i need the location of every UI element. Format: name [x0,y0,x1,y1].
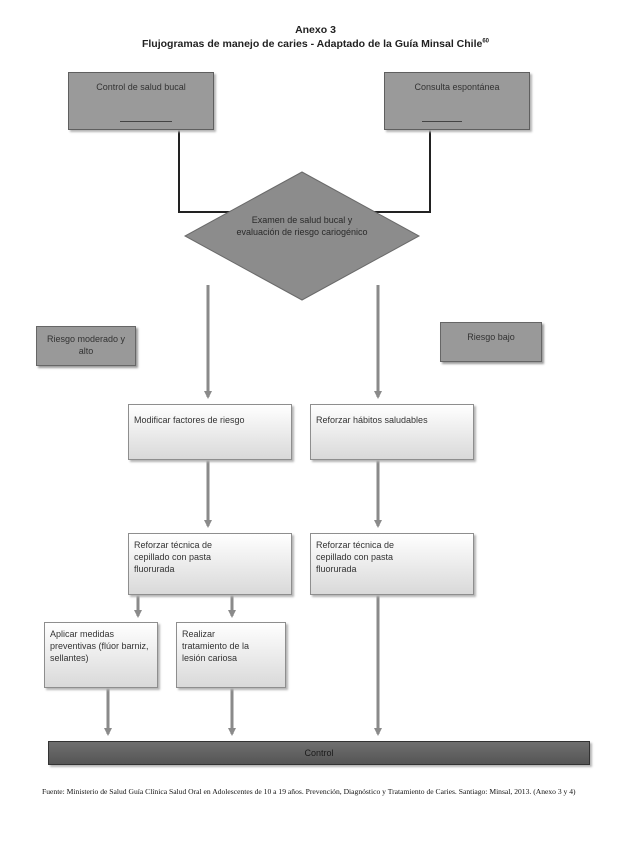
node-aplicar-medidas: Aplicar medidas preventivas (flúor barni… [44,622,158,688]
node-reforzar-tecnica-left: Reforzar técnica de cepillado con pasta … [128,533,292,595]
node-consulta-espontanea: Consulta espontánea [384,72,530,130]
diagram-title-annex: Anexo 3 [295,24,336,36]
node-control: Control [48,741,590,765]
node-modificar-factores: Modificar factores de riesgo [128,404,292,460]
connector-consulta-to-examen [368,130,431,213]
connector-control-to-examen [178,130,240,213]
node-control-underline [120,121,172,122]
node-reforzar-habitos: Reforzar hábitos saludables [310,404,474,460]
node-control-salud-bucal: Control de salud bucal [68,72,214,130]
diagram-title-superscript: 60 [482,38,490,45]
node-consulta-underline [422,121,462,122]
node-riesgo-moderado-alto: Riesgo moderado y alto [36,326,136,366]
node-riesgo-bajo: Riesgo bajo [440,322,542,362]
node-realizar-tratamiento: Realizar tratamiento de la lesión carios… [176,622,286,688]
node-examen: Examen de salud bucal y evaluación de ri… [236,215,368,237]
diagram-title-text: Flujogramas de manejo de caries - Adapta… [141,38,483,50]
decision-diamond [183,171,421,301]
diagram-title: Flujogramas de manejo de caries - Adapta… [0,38,631,50]
source-note: Fuente: Ministerio de Salud Guía Clínica… [42,787,576,796]
node-reforzar-tecnica-right: Reforzar técnica de cepillado con pasta … [310,533,474,595]
